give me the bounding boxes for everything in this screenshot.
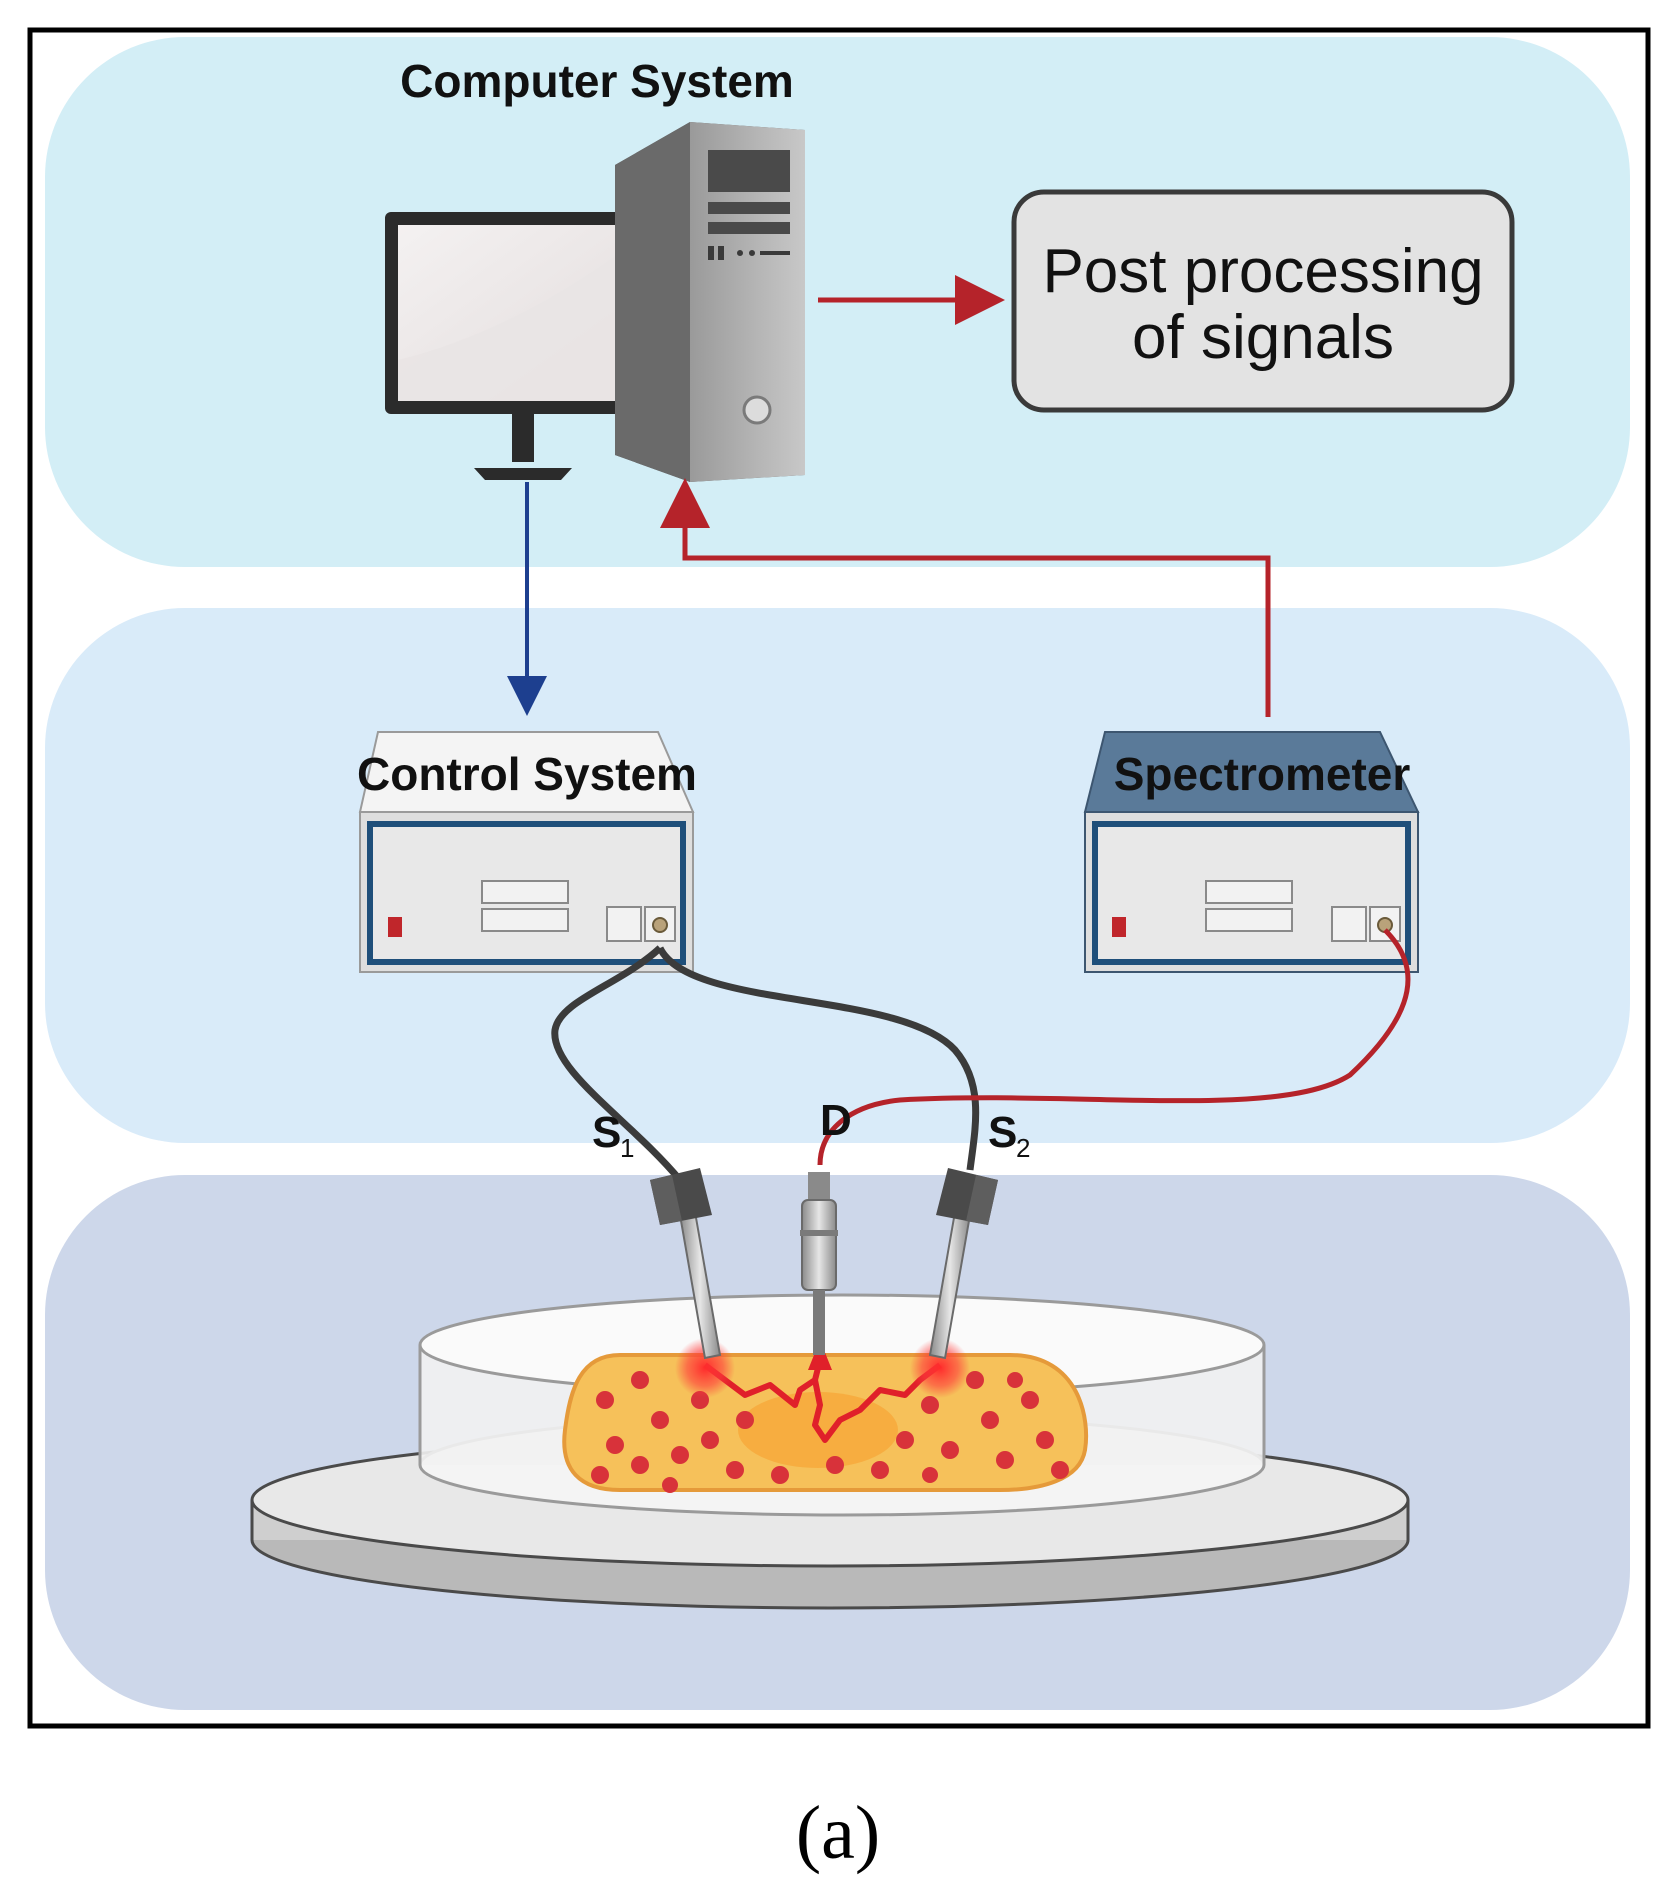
computer-tower-icon [615, 122, 805, 482]
photon-path-2 [812, 1362, 942, 1443]
computer-system-label: Computer System [400, 55, 794, 107]
source-1-label: S [592, 1108, 621, 1157]
post-processing-line2: of signals [1132, 303, 1394, 372]
detector-probe [800, 1172, 838, 1355]
post-processing-box [1011, 189, 1515, 413]
source-1-probe [650, 1168, 722, 1360]
control-system-device [358, 731, 695, 973]
spectrometer-label: Spectrometer [1114, 748, 1411, 800]
source-1-subscript: 1 [620, 1133, 634, 1163]
source-2-subscript: 2 [1016, 1133, 1030, 1163]
control-system-label: Control System [357, 748, 697, 800]
cable-source-1 [551, 945, 683, 1183]
detector-label: D [820, 1096, 852, 1145]
source-2-probe [928, 1168, 998, 1360]
monitor-icon [385, 212, 657, 480]
source-2-label: S [988, 1108, 1017, 1157]
post-processing-line1: Post processing [1042, 237, 1483, 306]
cable-detector [817, 928, 1411, 1166]
tissue-sample [562, 1338, 1089, 1493]
arrow-spectrometer-to-computer [660, 478, 1271, 717]
cable-source-2 [656, 946, 980, 1171]
figure-caption: (a) [796, 1791, 880, 1875]
spectrometer-device [1083, 731, 1420, 973]
